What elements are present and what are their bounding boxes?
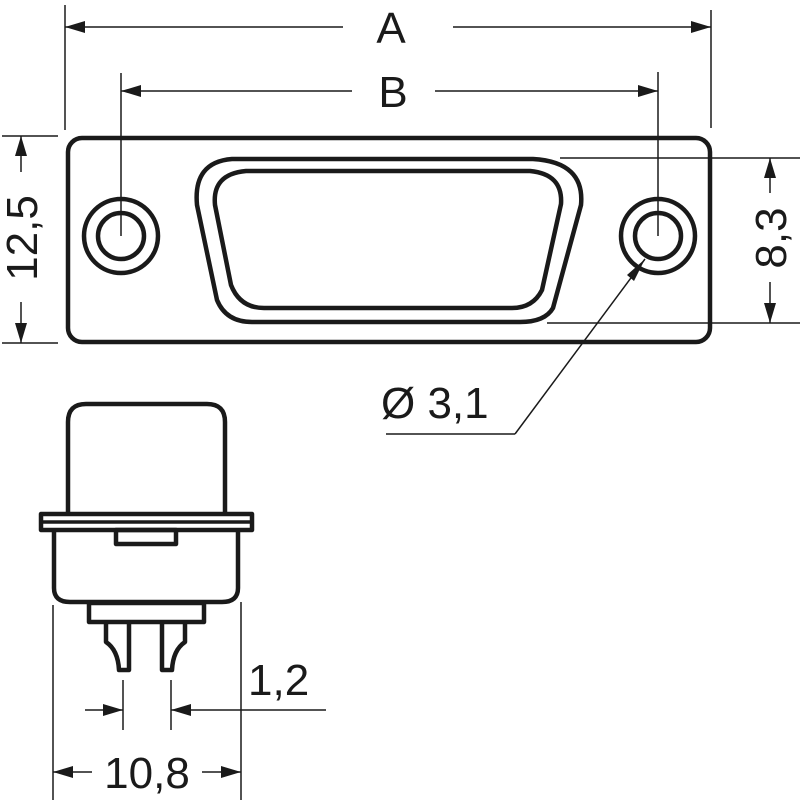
d-shell-outer bbox=[194, 156, 584, 325]
dimension-pin-pitch: 1,2 bbox=[85, 656, 326, 730]
height-opening-label: 8,3 bbox=[747, 207, 796, 268]
insulator-body bbox=[51, 530, 241, 605]
hole-diameter-label: Ø 3,1 bbox=[381, 379, 489, 428]
pin-base bbox=[86, 600, 207, 625]
arrow-right-icon bbox=[221, 766, 241, 778]
dimension-body-width: 10,8 bbox=[52, 602, 242, 800]
body-width-label: 10,8 bbox=[104, 749, 190, 798]
shell-body bbox=[65, 401, 228, 516]
side-view bbox=[38, 401, 255, 673]
arrow-left-icon bbox=[121, 85, 141, 97]
locking-tab bbox=[113, 527, 179, 547]
dimension-b: B bbox=[120, 68, 659, 236]
flange-plate bbox=[65, 135, 713, 345]
arrow-up-icon bbox=[15, 136, 27, 156]
arrow-right-icon bbox=[691, 21, 711, 33]
dimension-b-label: B bbox=[378, 68, 407, 117]
hole-diameter-callout: Ø 3,1 bbox=[381, 258, 646, 435]
height-total-label: 12,5 bbox=[0, 195, 47, 281]
arrow-right-icon bbox=[103, 704, 123, 716]
arrow-left-icon bbox=[171, 704, 191, 716]
dimension-a-label: A bbox=[376, 4, 406, 53]
arrow-right-icon bbox=[638, 85, 658, 97]
front-view bbox=[65, 135, 713, 345]
pin-pitch-label: 1,2 bbox=[248, 656, 309, 705]
dimension-height-opening: 8,3 bbox=[547, 157, 800, 324]
pin-left bbox=[103, 622, 132, 673]
arrow-down-icon bbox=[764, 303, 776, 323]
leader-arrow-icon bbox=[627, 259, 645, 281]
arrow-left-icon bbox=[53, 766, 73, 778]
dimension-a: A bbox=[64, 4, 712, 130]
arrow-up-icon bbox=[764, 158, 776, 178]
dimension-height-total: 12,5 bbox=[0, 135, 58, 344]
arrow-left-icon bbox=[65, 21, 85, 33]
d-shell-inner bbox=[212, 168, 564, 311]
pin-right bbox=[159, 622, 188, 673]
arrow-down-icon bbox=[15, 323, 27, 343]
